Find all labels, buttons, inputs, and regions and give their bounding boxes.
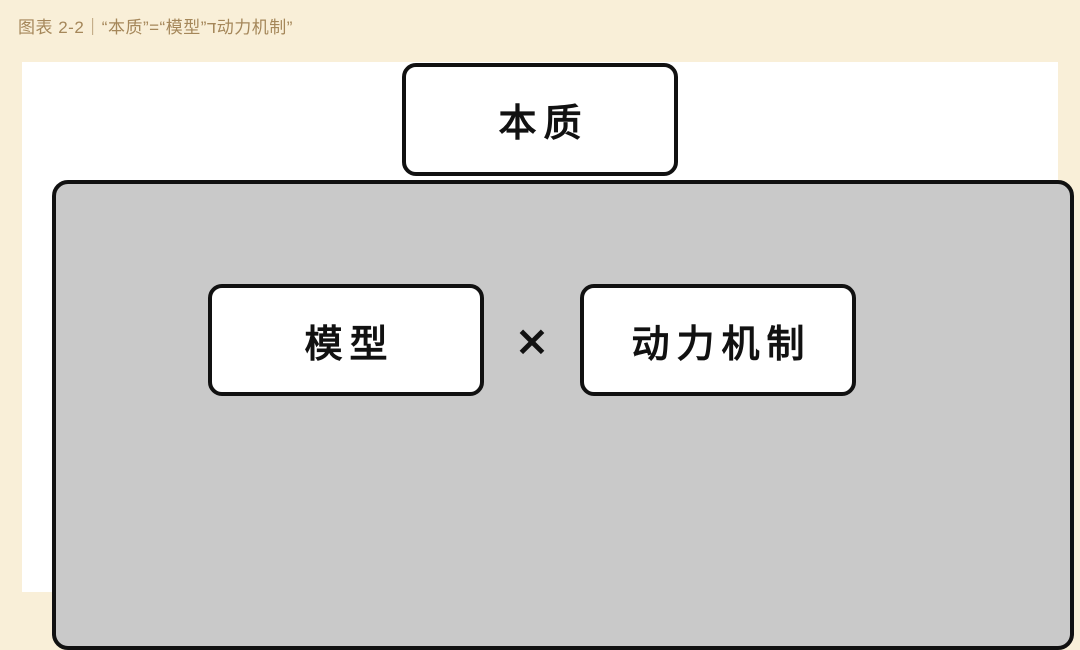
page: { "caption": "图表 2-2｜“本质”=“模型”ד动力机制”", "… bbox=[18, 18, 1074, 650]
model-box: 模型 bbox=[208, 284, 484, 396]
model-label: 模型 bbox=[304, 323, 395, 366]
figure-caption: 图表 2-2｜“本质”=“模型”ד动力机制” bbox=[18, 18, 293, 37]
mechanism-label: 动力机制 bbox=[631, 323, 812, 366]
multiply-operator: × bbox=[514, 315, 550, 365]
outer-container-box bbox=[52, 180, 1074, 650]
mechanism-box: 动力机制 bbox=[580, 284, 856, 396]
essence-box: 本质 bbox=[402, 63, 678, 176]
essence-label: 本质 bbox=[498, 103, 589, 145]
